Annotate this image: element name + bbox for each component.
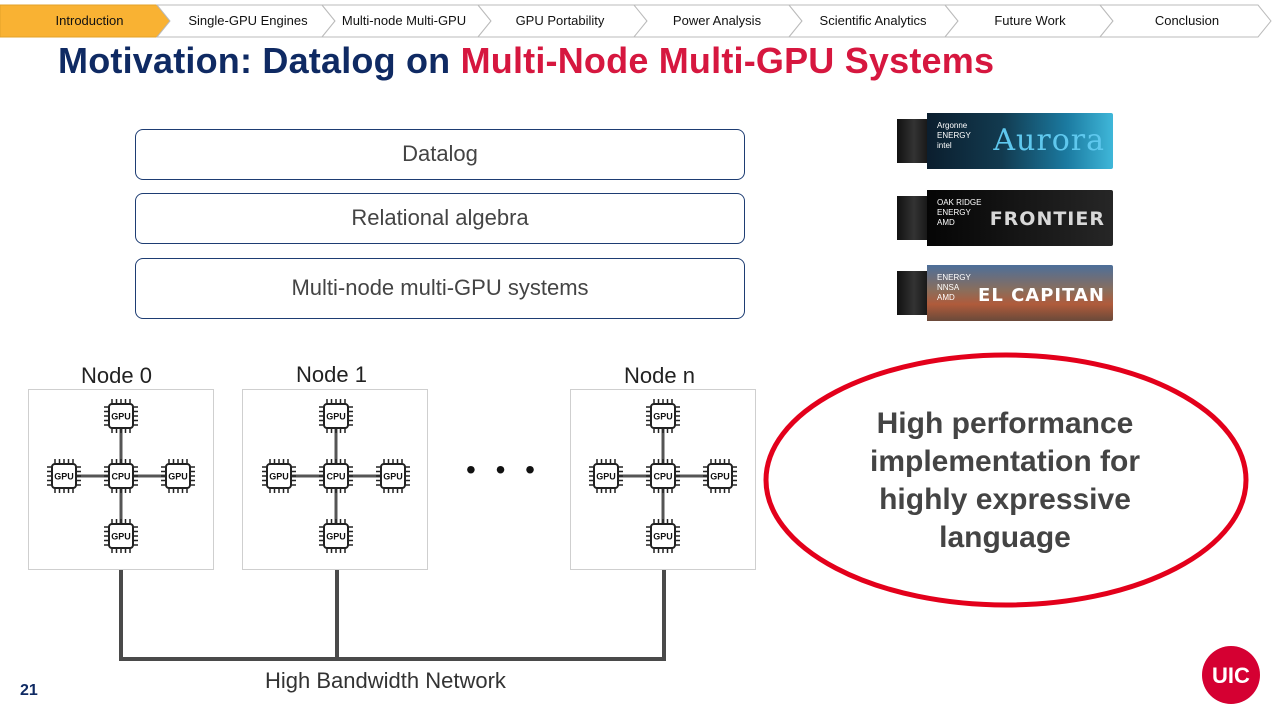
callout-text: High performance implementation for high… (869, 407, 1140, 554)
nav-tab-single-gpu-engines[interactable]: Single-GPU Engines (188, 13, 308, 28)
el-capitan-label: EL CAPITAN (978, 285, 1105, 306)
aurora-label: Aurora (993, 123, 1105, 158)
page-number: 21 (20, 682, 38, 699)
nav-chevrons (0, 4, 1272, 38)
el-capitan-badge-3: AMD (937, 293, 955, 302)
slide-title-accent: Multi-Node Multi-GPU Systems (460, 40, 995, 81)
uic-logo-text: UIC (1212, 663, 1250, 688)
frontier-badge-1: OAK RIDGE (937, 198, 982, 207)
node-1-label: Node 1 (296, 362, 367, 387)
network-label: High Bandwidth Network (265, 668, 506, 693)
frontier-label: FRONTIER (989, 208, 1105, 230)
nav-tab-future-work[interactable]: Future Work (994, 13, 1066, 28)
nav-tab-multi-node-multi-gpu[interactable]: Multi-node Multi-GPU (341, 13, 467, 28)
aurora-badge-3: intel (937, 141, 952, 150)
el-capitan-badge-2: NNSA (937, 283, 960, 292)
node-1-box (242, 389, 428, 570)
slide-title: Motivation: Datalog on Multi-Node Multi-… (58, 40, 994, 82)
nav-chevron-conclusion (1098, 4, 1272, 38)
network-lines (119, 570, 666, 661)
node-ellipsis: • • • (466, 454, 541, 485)
aurora-badge-2: ENERGY (937, 131, 971, 140)
frontier-badge-3: AMD (937, 218, 955, 227)
nav-tab-gpu-portability[interactable]: GPU Portability (515, 13, 605, 28)
stack-layer-multi-node-multi-gpu: Multi-node multi-GPU systems (135, 258, 745, 319)
nav-tab-conclusion[interactable]: Conclusion (1154, 13, 1220, 28)
nav-tab-introduction[interactable]: Introduction (55, 13, 124, 28)
node-0-box (28, 389, 214, 570)
node-n-label: Node n (624, 363, 695, 388)
aurora-supercomputer-image: Argonne ENERGY intel Aurora (897, 113, 1113, 169)
frontier-badge-2: ENERGY (937, 208, 971, 217)
frontier-supercomputer-image: OAK RIDGE ENERGY AMD FRONTIER (897, 190, 1113, 246)
stack-layer-relational-algebra: Relational algebra (135, 193, 745, 244)
slide-title-main: Motivation: Datalog on (58, 40, 461, 81)
el-capitan-supercomputer-image: ENERGY NNSA AMD EL CAPITAN (897, 265, 1113, 321)
nav-tab-power-analysis[interactable]: Power Analysis (672, 13, 762, 28)
nav-tab-scientific-analytics[interactable]: Scientific Analytics (819, 13, 927, 28)
el-capitan-badge-1: ENERGY (937, 273, 971, 282)
section-nav: Introduction Single-GPU Engines Multi-no… (0, 3, 1276, 39)
node-n-box (570, 389, 756, 570)
uic-logo: UIC (1202, 646, 1260, 704)
aurora-badge-1: Argonne (937, 121, 968, 130)
stack-layer-datalog: Datalog (135, 129, 745, 180)
node-0-label: Node 0 (81, 363, 152, 388)
